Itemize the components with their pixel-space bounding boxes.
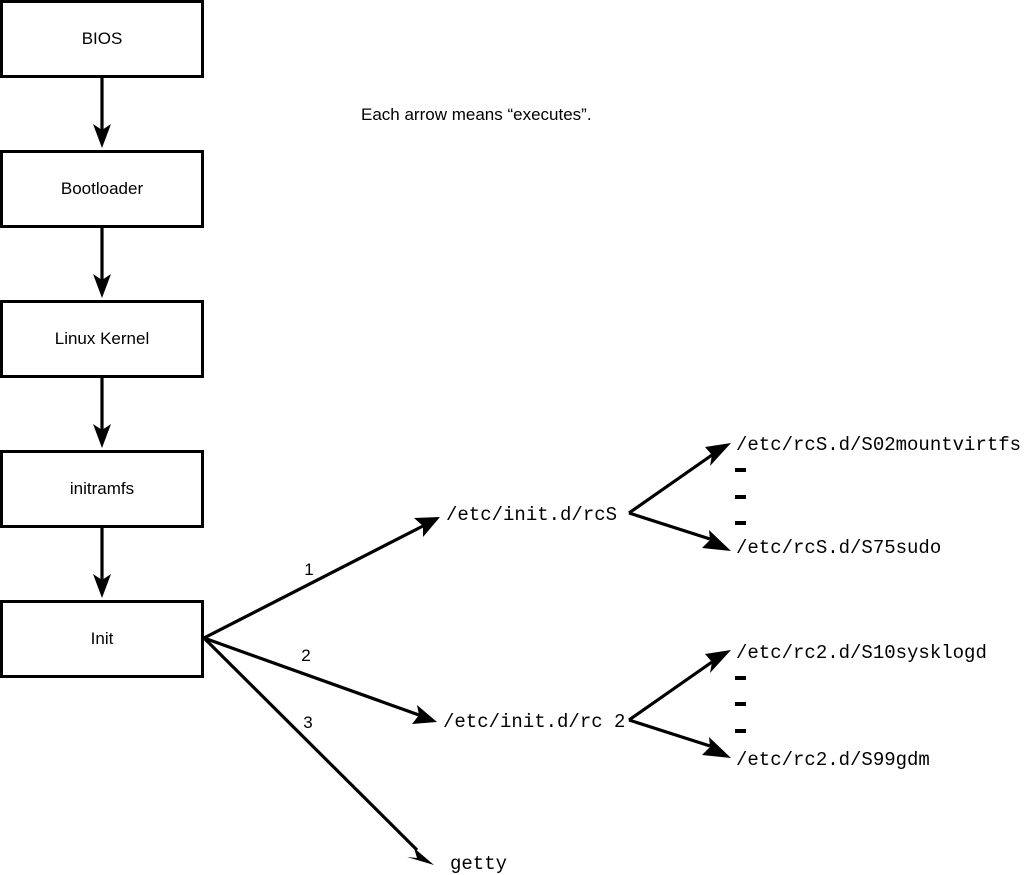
edge-rcs-to-last-script — [628, 511, 731, 551]
arrow-head-icon — [705, 650, 731, 673]
bios-box — [0, 0, 204, 78]
rcs-target-label[interactable]: /etc/init.d/rcS — [446, 504, 617, 526]
ellipsis-dash-icon — [735, 521, 746, 525]
initramfs-label: initramfs — [70, 479, 134, 498]
edge-rc2-to-last-script — [628, 718, 731, 758]
rcs-script-last[interactable]: /etc/rcS.d/S75sudo — [736, 537, 941, 559]
edge-line — [203, 524, 424, 640]
rc2-target-label[interactable]: /etc/init.d/rc 2 — [443, 711, 625, 733]
bootloader-box — [0, 150, 204, 228]
edge-kernel-to-initramfs — [93, 377, 111, 448]
node-initramfs[interactable]: initramfs — [0, 450, 204, 528]
rc2-script-last[interactable]: /etc/rc2.d/S99gdm — [736, 749, 930, 771]
edge-init-to-rcs: 1 — [203, 517, 440, 640]
bios-label: BIOS — [82, 29, 123, 48]
arrow-head-icon — [407, 848, 434, 865]
arrow-head-icon — [412, 705, 437, 724]
initramfs-box — [0, 450, 204, 528]
bootloader-label: Bootloader — [61, 179, 144, 198]
edge-init-to-rc2: 2 — [203, 636, 437, 724]
arrow-head-icon — [93, 574, 111, 598]
edge-line — [203, 636, 420, 717]
arrow-head-icon — [702, 737, 731, 758]
edge-initramfs-to-init — [93, 527, 111, 598]
edge-line — [202, 636, 419, 852]
arrow-head-icon — [702, 530, 731, 551]
node-init[interactable]: Init — [0, 600, 204, 678]
edge-rc2-to-first-script — [628, 650, 731, 722]
ellipsis-dash-icon — [735, 702, 746, 706]
ellipsis-dash-icon — [735, 729, 746, 733]
init-box — [0, 600, 204, 678]
getty-target-label[interactable]: getty — [450, 853, 507, 875]
arrow-head-icon — [93, 124, 111, 148]
arrow-head-icon — [414, 517, 440, 537]
edge-line — [628, 660, 713, 722]
init-label: Init — [91, 629, 114, 648]
linux-kernel-label: Linux Kernel — [55, 329, 150, 348]
ellipsis-dash-icon — [735, 676, 746, 680]
node-bootloader[interactable]: Bootloader — [0, 150, 204, 228]
edge-bootloader-to-kernel — [93, 227, 111, 298]
node-bios[interactable]: BIOS — [0, 0, 204, 78]
ellipsis-dash-icon — [735, 495, 746, 499]
edge-init-to-getty: 3 — [202, 636, 434, 865]
arrow-head-icon — [93, 274, 111, 298]
arrow-head-icon — [705, 443, 731, 466]
edge-line — [628, 453, 713, 515]
edge-line — [628, 718, 711, 748]
rcs-script-first[interactable]: /etc/rcS.d/S02mountvirtfs — [736, 434, 1021, 456]
edge-line — [628, 511, 711, 541]
edge-number-2: 2 — [301, 646, 310, 665]
edge-number-1: 1 — [304, 560, 313, 579]
ellipsis-dash-icon — [735, 468, 746, 472]
edge-rcs-to-first-script — [628, 443, 731, 515]
diagram-caption: Each arrow means “executes”. — [361, 105, 592, 124]
rc2-script-first[interactable]: /etc/rc2.d/S10sysklogd — [736, 642, 987, 664]
edge-number-3: 3 — [303, 713, 312, 732]
arrow-head-icon — [93, 424, 111, 448]
node-linux-kernel[interactable]: Linux Kernel — [0, 300, 204, 378]
edge-bios-to-bootloader — [93, 77, 111, 148]
linux-kernel-box — [0, 300, 204, 378]
